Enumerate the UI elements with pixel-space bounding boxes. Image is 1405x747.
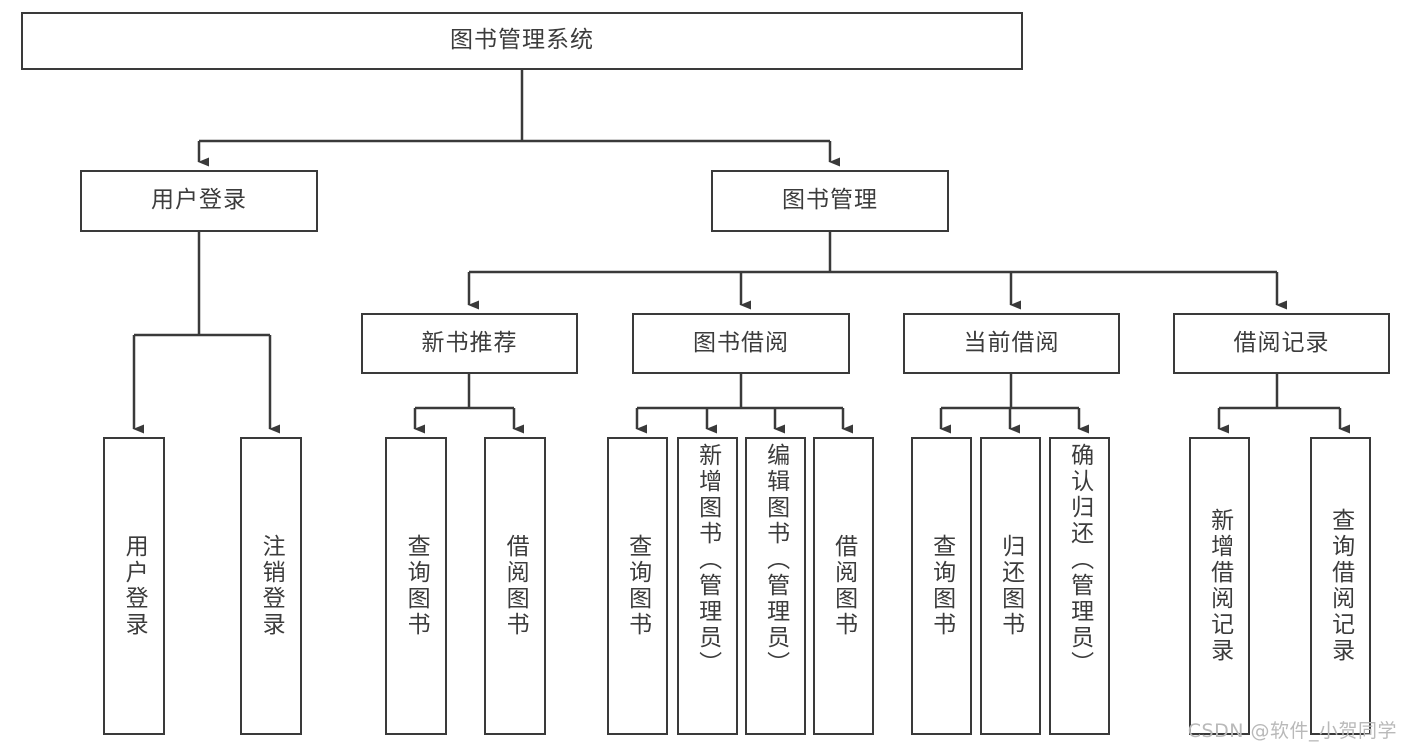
- node-label: 查询图书: [928, 534, 955, 638]
- node-leaf-borrow-query-book[interactable]: 查询图书: [607, 437, 668, 735]
- node-new-book-recommend[interactable]: 新书推荐: [361, 313, 578, 374]
- node-leaf-logout[interactable]: 注销登录: [240, 437, 302, 735]
- node-label: 图书借阅: [693, 329, 789, 356]
- node-label: 新增借阅记录: [1206, 508, 1233, 664]
- node-leaf-current-confirm-return-admin[interactable]: 确认归还（管理员）: [1049, 437, 1110, 735]
- node-leaf-borrow-edit-book-admin[interactable]: 编辑图书（管理员）: [745, 437, 806, 735]
- node-label: 查询借阅记录: [1327, 508, 1354, 664]
- node-leaf-current-return-book[interactable]: 归还图书: [980, 437, 1041, 735]
- node-leaf-current-query-book[interactable]: 查询图书: [911, 437, 972, 735]
- leaf-text-wrap: 确认归还（管理员）: [1051, 439, 1108, 733]
- node-label: 注销登录: [258, 534, 285, 638]
- leaf-text-wrap: 查询图书: [609, 439, 666, 733]
- leaf-text-wrap: 编辑图书（管理员）: [747, 439, 804, 733]
- node-label: 借阅记录: [1233, 329, 1330, 356]
- node-label: 用户登录: [121, 534, 148, 638]
- node-leaf-borrow-add-book-admin[interactable]: 新增图书（管理员）: [677, 437, 738, 735]
- leaf-text-wrap: 借阅图书: [815, 439, 872, 733]
- node-label: 用户登录: [151, 187, 247, 214]
- node-label: 图书管理: [782, 187, 878, 214]
- node-leaf-user-login[interactable]: 用户登录: [103, 437, 165, 735]
- node-label: 借阅图书: [502, 534, 529, 638]
- node-current-borrow[interactable]: 当前借阅: [903, 313, 1120, 374]
- node-label: 当前借阅: [963, 329, 1060, 356]
- leaf-text-wrap: 新增图书（管理员）: [679, 439, 736, 733]
- leaf-text-wrap: 注销登录: [242, 439, 300, 733]
- node-label: 新增图书（管理员）: [694, 443, 721, 677]
- node-leaf-recommend-query-book[interactable]: 查询图书: [385, 437, 447, 735]
- leaf-text-wrap: 查询借阅记录: [1312, 439, 1369, 733]
- node-label: 查询图书: [624, 534, 651, 638]
- node-user-login[interactable]: 用户登录: [80, 170, 318, 232]
- leaf-text-wrap: 查询图书: [913, 439, 970, 733]
- node-book-borrow[interactable]: 图书借阅: [632, 313, 850, 374]
- node-label: 归还图书: [997, 534, 1024, 638]
- node-label: 新书推荐: [421, 329, 518, 356]
- node-label: 图书管理系统: [450, 27, 594, 54]
- node-leaf-recommend-borrow-book[interactable]: 借阅图书: [484, 437, 546, 735]
- leaf-text-wrap: 新增借阅记录: [1191, 439, 1248, 733]
- node-leaf-borrow-borrow-book[interactable]: 借阅图书: [813, 437, 874, 735]
- leaf-text-wrap: 查询图书: [387, 439, 445, 733]
- node-label: 借阅图书: [830, 534, 857, 638]
- node-leaf-record-query-borrow-record[interactable]: 查询借阅记录: [1310, 437, 1371, 735]
- watermark-text: CSDN @软件_小贺同学: [1187, 720, 1397, 742]
- leaf-text-wrap: 用户登录: [105, 439, 163, 733]
- node-label: 查询图书: [403, 534, 430, 638]
- leaf-text-wrap: 借阅图书: [486, 439, 544, 733]
- node-label: 编辑图书（管理员）: [762, 443, 789, 677]
- node-root-book-management-system[interactable]: 图书管理系统: [21, 12, 1023, 70]
- node-label: 确认归还（管理员）: [1066, 443, 1093, 677]
- node-leaf-record-add-borrow-record[interactable]: 新增借阅记录: [1189, 437, 1250, 735]
- node-book-management[interactable]: 图书管理: [711, 170, 949, 232]
- node-borrow-record[interactable]: 借阅记录: [1173, 313, 1390, 374]
- leaf-text-wrap: 归还图书: [982, 439, 1039, 733]
